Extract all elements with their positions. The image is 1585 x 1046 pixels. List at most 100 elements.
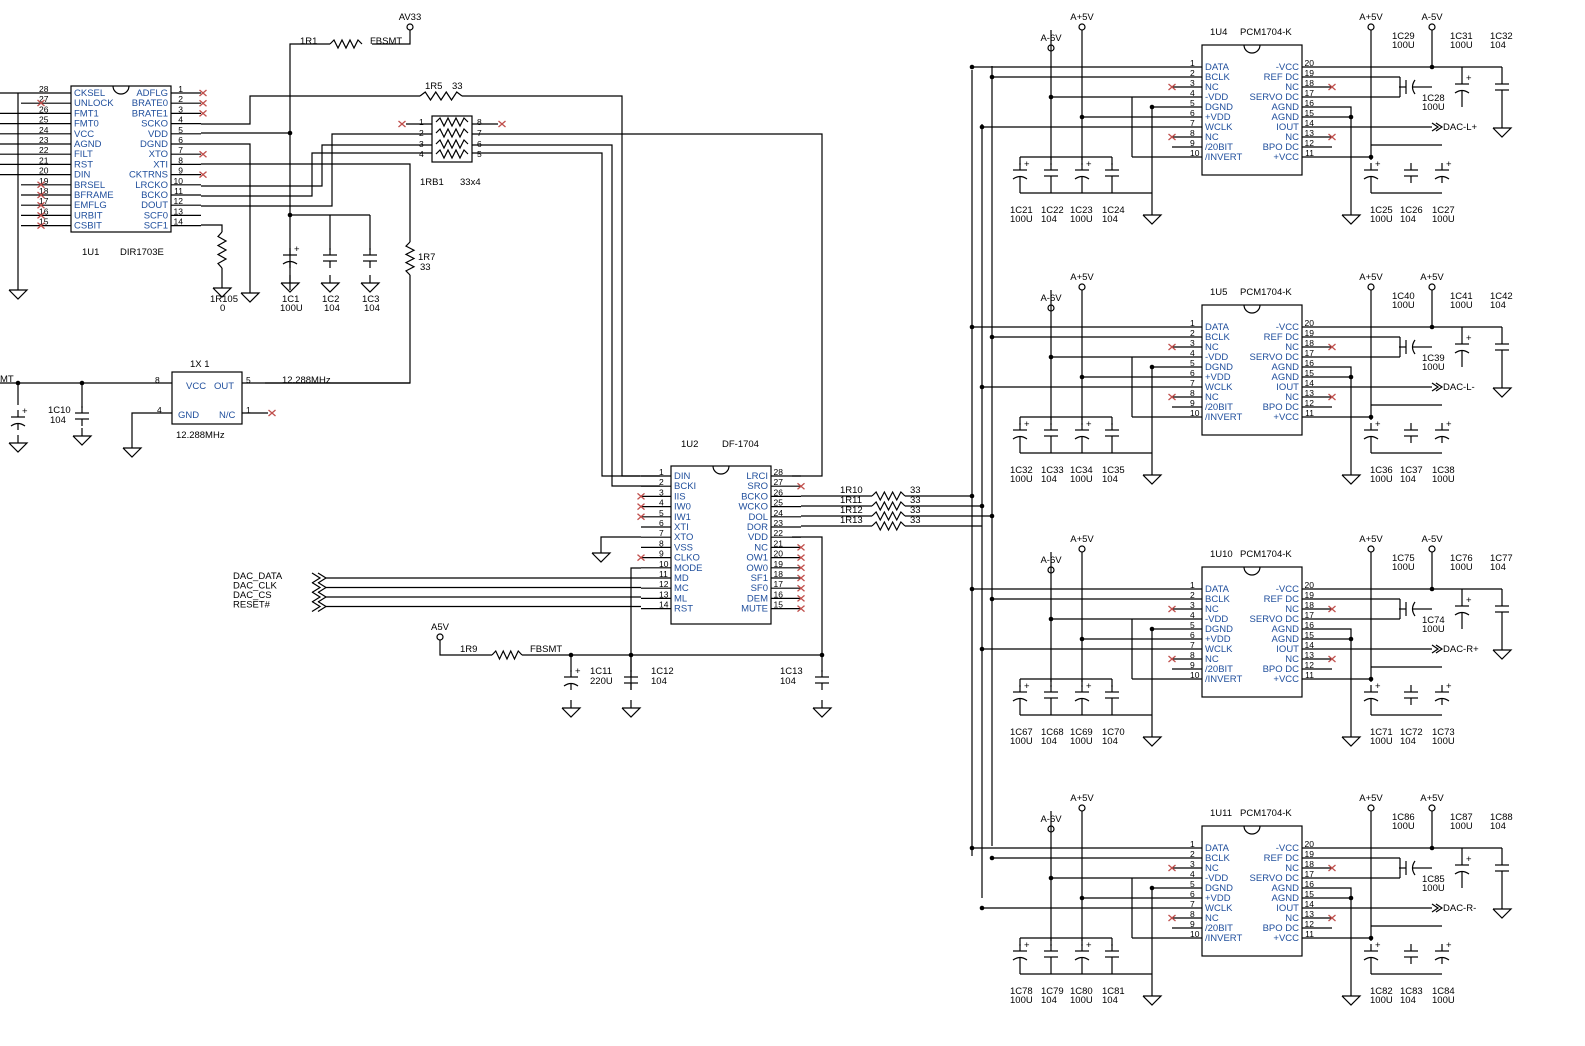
r9-value: FBSMT <box>530 644 562 655</box>
pcm-part: PCM1704-K <box>1240 287 1292 298</box>
osc-nc-label: N/C <box>219 410 236 421</box>
cap-plate-curved <box>1454 870 1470 875</box>
junction-dot <box>1348 374 1354 380</box>
pin-number: 16 <box>1305 358 1315 368</box>
pin-number: 26 <box>39 104 49 114</box>
cap-value: 104 <box>1041 474 1057 485</box>
junction-dot <box>989 334 995 340</box>
pin-number: 8 <box>1190 128 1195 138</box>
junction-dot <box>1348 636 1354 642</box>
bus-net-label: RESET# <box>233 600 271 611</box>
pin-name: EMFLG <box>74 200 107 211</box>
pin-name: WCLK <box>1205 122 1233 133</box>
cap-value: 100U <box>1392 300 1415 311</box>
pin-number: 7 <box>659 528 664 538</box>
pin-number: 18 <box>774 569 784 579</box>
power-net-label: A+5V <box>1070 793 1094 804</box>
pin-name: WCLK <box>1205 644 1233 655</box>
cap-ref: 1C75 <box>1392 553 1415 564</box>
cap-plate-curved <box>1363 175 1379 180</box>
c1-value: 100U <box>280 303 303 314</box>
cap-value: 100U <box>1070 736 1093 747</box>
bus-net-label: DAC_CLK <box>233 581 277 592</box>
power-port-icon <box>1078 283 1086 291</box>
osc-gnd-label: GND <box>178 410 199 421</box>
cap-ref: 1C36 <box>1370 465 1393 476</box>
pin-number: 1 <box>1190 580 1195 590</box>
cap-value: 100U <box>1370 474 1393 485</box>
cap-value: 100U <box>1422 362 1445 373</box>
pin-name: VDD <box>148 129 168 140</box>
pin-number: 10 <box>1190 408 1200 418</box>
pin-number: 10 <box>1190 929 1200 939</box>
rb-pin-right: 7 <box>477 128 482 138</box>
pin-number: 21 <box>774 538 784 548</box>
no-connect-mark <box>1168 83 1176 91</box>
pin-name: AGND <box>1272 362 1300 373</box>
pin-number: 17 <box>1305 869 1315 879</box>
no-connect-mark <box>1328 393 1336 401</box>
pin-number: 20 <box>774 549 784 559</box>
pin-name: IIS <box>674 491 686 502</box>
c13-ref: 1C13 <box>780 666 803 677</box>
ic-body <box>670 465 772 625</box>
power-net-label: A+5V <box>1420 793 1444 804</box>
ic-body <box>1201 566 1303 698</box>
no-connect-mark <box>1328 914 1336 922</box>
wire <box>201 163 411 242</box>
cap-ref: 1C87 <box>1450 812 1473 823</box>
no-connect-mark <box>37 181 45 189</box>
c12-value: 104 <box>651 676 667 687</box>
pin-number: 5 <box>1190 620 1195 630</box>
pin-number: 12 <box>1305 398 1315 408</box>
ic-body <box>1201 825 1303 957</box>
ic-notch <box>1243 566 1261 576</box>
cap-ref: 1C28 <box>1422 93 1445 104</box>
pin-number: 15 <box>1305 630 1315 640</box>
pin-name: +VCC <box>1273 674 1299 685</box>
cap-ref: 1C77 <box>1490 553 1513 564</box>
no-connect-mark <box>398 120 406 128</box>
pcm-ref: 1U10 <box>1210 549 1233 560</box>
junction-dot <box>979 646 985 652</box>
pin-name: NC <box>1285 913 1299 924</box>
junction-dot <box>1348 114 1354 120</box>
pin-name: NC <box>1285 392 1299 403</box>
no-connect-mark <box>797 605 805 613</box>
pin-number: 4 <box>178 115 183 125</box>
cap-polarity: + <box>1466 595 1472 606</box>
pin-name: NC <box>1205 82 1219 93</box>
rb-pin-left: 3 <box>419 139 424 149</box>
no-connect-mark <box>1328 655 1336 663</box>
cap-ref: 1C37 <box>1400 465 1423 476</box>
pin-name: XTO <box>149 149 168 160</box>
output-arrow <box>1431 644 1440 654</box>
pin-name: +VCC <box>1273 412 1299 423</box>
cap-ref: 1C22 <box>1041 205 1064 216</box>
rb1-ref: 1RB1 <box>420 177 444 188</box>
no-connect-mark <box>37 222 45 230</box>
pin-name: -VDD <box>1205 352 1228 363</box>
cap-ref: 1C83 <box>1400 986 1423 997</box>
junction-dot <box>969 586 975 592</box>
pin-name: BPO DC <box>1263 664 1300 675</box>
pin-number: 15 <box>774 600 784 610</box>
r9-ref: 1R9 <box>460 644 477 655</box>
pin-number: 3 <box>659 487 664 497</box>
pin-name: SF1 <box>751 573 768 584</box>
cap-ref: 1C70 <box>1102 727 1125 738</box>
pin-name: NC <box>1285 82 1299 93</box>
pin-name: NC <box>1285 604 1299 615</box>
no-connect-mark <box>1168 133 1176 141</box>
pin-name: -VDD <box>1205 873 1228 884</box>
c2-ref: 1C2 <box>322 294 339 305</box>
no-connect-mark <box>1168 393 1176 401</box>
cap-ref: 1C67 <box>1010 727 1033 738</box>
pin-number: 13 <box>1305 650 1315 660</box>
resistor-icon <box>435 127 469 139</box>
series-resistor-value: 33 <box>910 515 921 526</box>
pin-number: 12 <box>659 579 669 589</box>
cap-plate-curved <box>1411 79 1416 95</box>
pin-number: 10 <box>1190 670 1200 680</box>
